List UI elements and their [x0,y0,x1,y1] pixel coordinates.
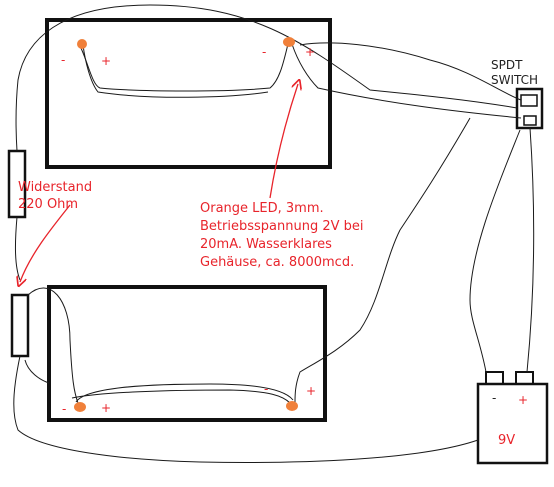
led-note-line2: Betriebsspannung 2V bei [200,219,363,234]
led-bottom-left [74,402,86,412]
switch-label-line1: SPDT [491,58,523,72]
wires [13,4,535,463]
resistor-bottom [10,293,30,358]
minus-battery: - [492,391,496,405]
led-note-line4: Gehäuse, ca. 8000mcd. [200,255,354,270]
switch-label-line2: SWITCH [491,73,538,87]
bottom-led-board [47,285,327,422]
led-top-right [283,37,295,47]
plus-battery: + [518,393,528,407]
resistor-label-line1: Widerstand [18,180,92,195]
resistor-label-line2: 220 Ohm [18,197,78,212]
plus-bottom-right: + [306,384,316,398]
led-top-left [77,39,87,49]
plus-bottom-left: + [101,401,111,415]
plus-top-left: + [101,54,111,68]
leds [74,37,298,412]
led-note-line3: 20mA. Wasserklares [200,237,332,252]
plus-top-right: + [305,45,315,59]
minus-bottom-left: - [62,402,66,416]
minus-bottom-right: - [264,382,268,396]
top-led-board [45,18,332,169]
battery-label: 9V [498,433,515,448]
resistor-note-arrow [20,204,71,282]
led-note-line1: Orange LED, 3mm. [200,201,324,216]
battery-9v [476,371,549,465]
led-bottom-right [286,401,298,411]
led-note-arrow [269,84,298,199]
minus-top-left: - [61,53,65,67]
polarity-marks: - + - + - + - + - + [61,45,528,416]
spdt-switch [515,87,544,130]
minus-top-right: - [262,45,266,59]
